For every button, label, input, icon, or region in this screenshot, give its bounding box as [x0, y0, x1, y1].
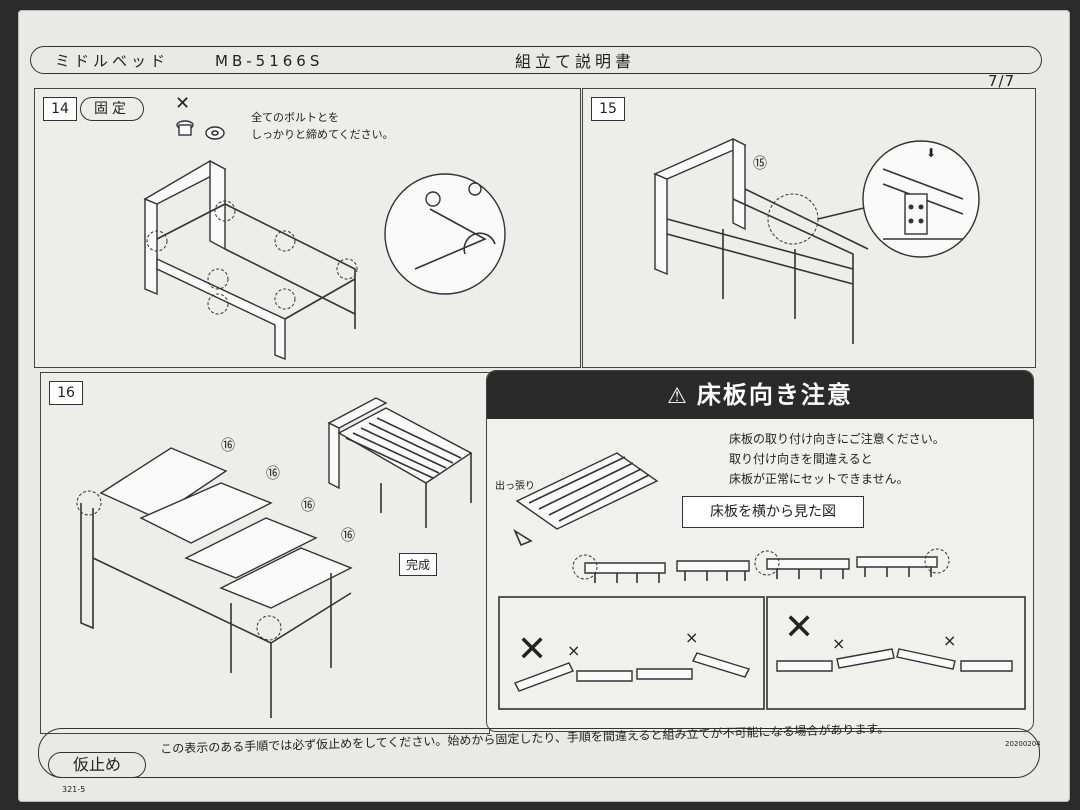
warning-icon: ⚠ [667, 384, 689, 409]
done-label: 完成 [399, 553, 438, 576]
footer-bar [38, 728, 1040, 778]
doc-title: 組立て説明書 [515, 52, 636, 71]
step-15-panel: 15 ⑮ ⬇ [582, 88, 1036, 368]
floorboard-assembly-illustration [76, 397, 473, 718]
side-view-caption: 床板を横から見た図 [682, 496, 864, 528]
doc-code-left: 321-5 [62, 785, 86, 794]
product-name: ミドルベッド [55, 52, 170, 70]
svg-text:×: × [567, 641, 580, 660]
svg-text:✕: ✕ [784, 607, 814, 648]
model-number: MB-5166S [215, 52, 324, 70]
page-number: 7/7 [988, 72, 1016, 90]
step-number: 15 [591, 97, 625, 121]
step-14-note: 全てのボルトとを しっかりと締めてください。 [251, 111, 394, 141]
callout-16-d: ⑯ [341, 528, 355, 544]
svg-text:⬇: ⬇ [926, 146, 936, 160]
step-16-panel: 16 ⑯ ⑯ ⑯ ⑯ 完成 [40, 372, 490, 734]
protrusion-label: 出っ張り [495, 481, 535, 492]
svg-text:×: × [685, 628, 698, 647]
warning-title: 床板向き注意 [696, 381, 853, 409]
warning-header: ⚠ 床板向き注意 [487, 371, 1033, 419]
step-number: 16 [49, 381, 83, 405]
callout-16-a: ⑯ [221, 438, 235, 454]
step-14-panel: 14 固定 全てのボルトとを しっかりと締めてください。 ✕ [34, 88, 581, 368]
svg-text:×: × [832, 634, 845, 653]
callout-16-c: ⑯ [301, 498, 315, 514]
svg-text:✕: ✕ [517, 629, 547, 670]
fix-badge: 固定 [80, 97, 144, 121]
bed-frame-illustration: ✕ [143, 93, 506, 361]
temporary-fix-badge: 仮止め [48, 752, 146, 778]
orientation-warning-panel: ⚠ 床板向き注意 床板の取り付け向きにご注意ください。 取り付け向きを間違えると … [486, 370, 1034, 732]
svg-text:×: × [943, 631, 956, 650]
step-number: 14 [43, 97, 77, 121]
doc-code-right: 20200204 [1005, 740, 1041, 748]
side-rail-illustration: ⬇ [653, 137, 980, 344]
warning-text: 床板の取り付け向きにご注意ください。 取り付け向きを間違えると 床板が正常にセッ… [729, 432, 945, 486]
callout-16-b: ⑯ [266, 466, 280, 482]
svg-text:✕: ✕ [175, 93, 190, 114]
header-bar [30, 46, 1042, 74]
callout-15: ⑮ [753, 156, 767, 172]
floorboard-side-view-diagrams: ✕ ✕ × × × × [498, 452, 1026, 710]
